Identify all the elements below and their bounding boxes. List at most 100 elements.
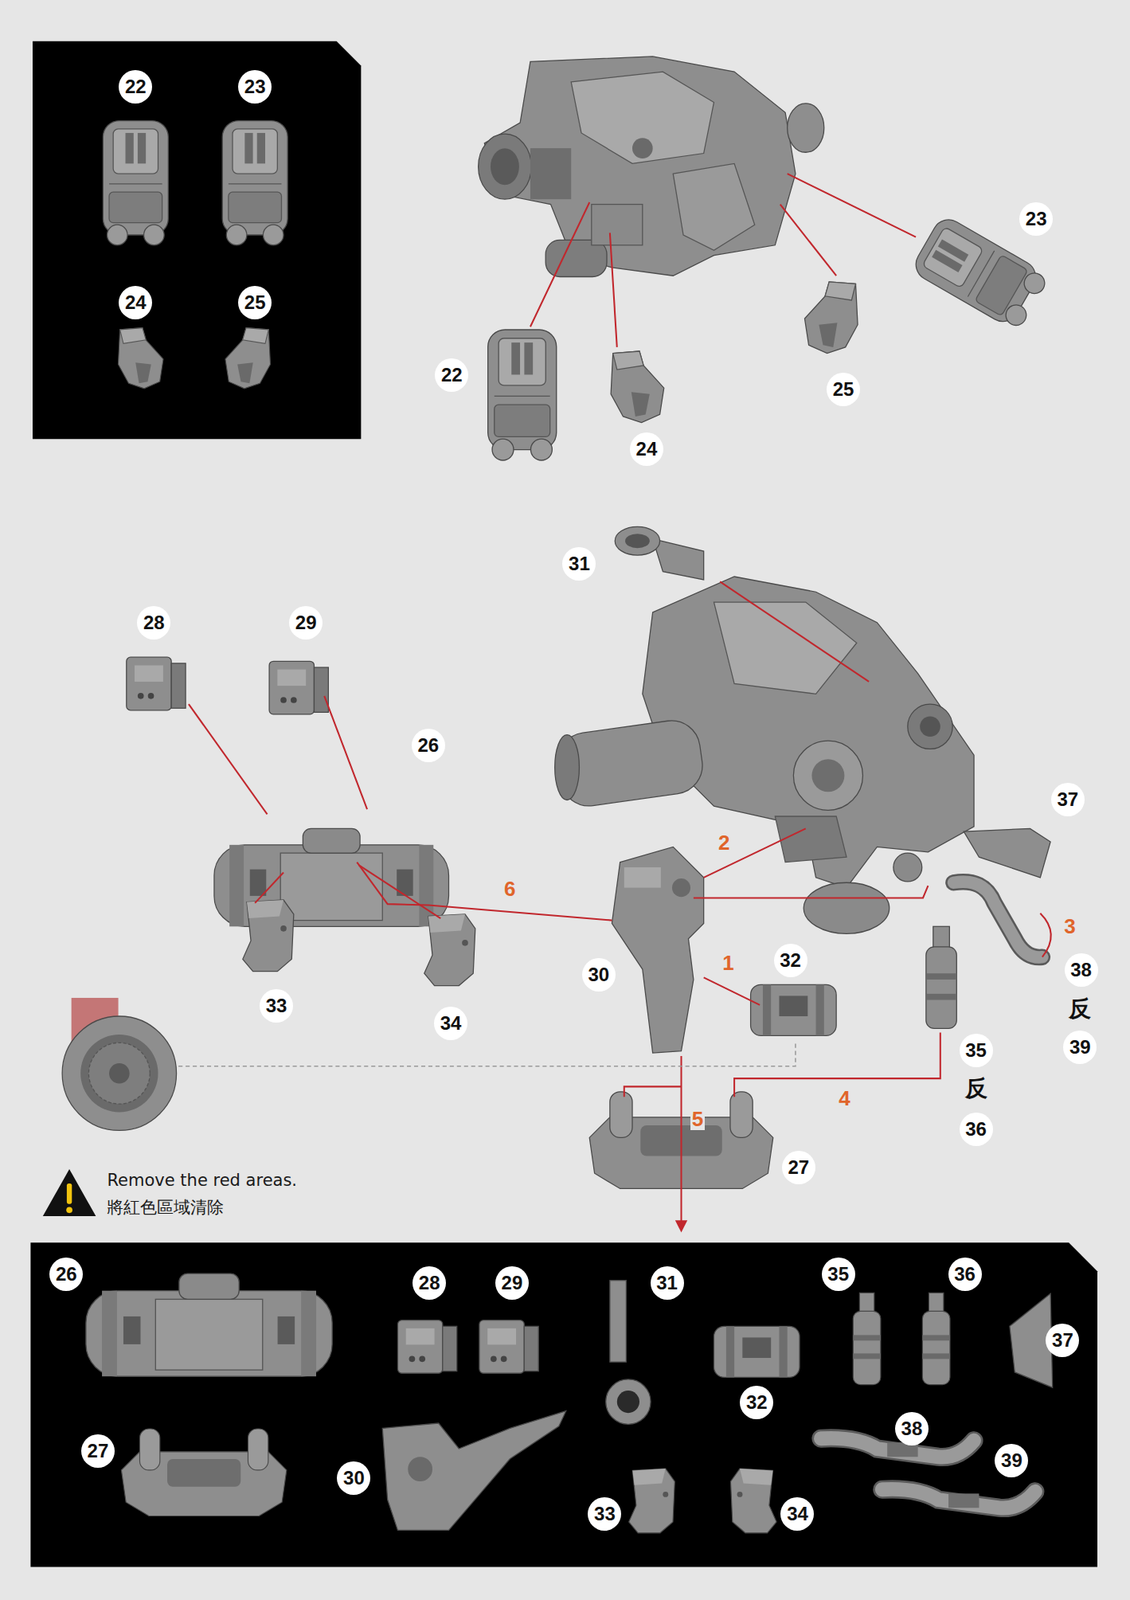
callout-number: 25	[826, 372, 861, 407]
torso-assembly	[632, 137, 653, 159]
body-assembly	[713, 602, 857, 694]
callout-number: 28	[412, 1266, 446, 1300]
callout-number-text: 24	[636, 439, 658, 459]
warning-icon	[43, 1169, 97, 1217]
part-33-drawing	[242, 899, 294, 972]
part-34-drawing	[730, 1468, 777, 1533]
part-38-drawing	[821, 1438, 974, 1458]
callout-number: 26	[49, 1257, 83, 1291]
part-27-drawing	[121, 1428, 286, 1516]
part-31-drawing	[606, 1280, 651, 1425]
label-text: 反	[1068, 997, 1091, 1022]
part-25-drawing	[804, 281, 858, 354]
callout-number-text: 30	[343, 1468, 365, 1488]
callout-number-text: 38	[1070, 960, 1092, 980]
warning-icon	[66, 1206, 73, 1213]
callout-number: 23	[1019, 202, 1053, 236]
warning-note: 將紅色區域清除	[106, 1198, 224, 1217]
callout-number: 35	[821, 1257, 856, 1291]
part-31-drawing	[606, 1379, 651, 1424]
callout-number-text: 22	[125, 77, 147, 97]
step-number: 3	[1062, 914, 1077, 939]
part-26-drawing	[86, 1273, 333, 1377]
callout-number-text: 29	[295, 613, 317, 633]
callout-number-text: 23	[1025, 209, 1048, 229]
part-33-drawing	[242, 899, 294, 972]
label-text: 2	[716, 831, 732, 855]
wheel-detail	[62, 997, 176, 1130]
callout-number: 30	[582, 957, 616, 992]
part-22-drawing	[102, 121, 169, 246]
callout-number-text: 36	[954, 1264, 976, 1284]
leader-line	[780, 204, 837, 277]
guide-line	[178, 1040, 796, 1067]
part-29-drawing	[269, 660, 329, 715]
part-33-drawing	[629, 1468, 676, 1533]
callout-number: 38	[1064, 953, 1099, 987]
parts-panel	[30, 1242, 1098, 1567]
callout-number: 22	[434, 358, 469, 392]
callout-number: 29	[495, 1266, 529, 1300]
body-assembly	[907, 703, 953, 749]
callout-number-text: 39	[1069, 1037, 1091, 1057]
part-30-drawing	[382, 1411, 567, 1531]
callout-number: 33	[587, 1497, 622, 1531]
part-39-drawing	[882, 1489, 1036, 1509]
step-number: 4	[836, 1086, 852, 1111]
step-number: 1	[720, 951, 736, 975]
callout-number-text: 31	[656, 1273, 678, 1293]
leader-line	[703, 977, 760, 1005]
callout-number: 35	[959, 1033, 994, 1068]
body-assembly	[919, 715, 941, 737]
callout-number-text: 35	[965, 1040, 987, 1060]
callout-number: 32	[739, 1385, 774, 1420]
leader-line	[680, 1055, 682, 1223]
part-37-drawing	[963, 828, 1051, 877]
callout-number-text: 36	[965, 1119, 987, 1139]
torso-assembly	[530, 148, 571, 200]
callout-number: 33	[259, 989, 294, 1023]
part-31-drawing	[614, 526, 660, 556]
leader-line	[703, 828, 806, 877]
part-39-drawing	[882, 1489, 1036, 1509]
callout-number: 31	[650, 1266, 685, 1300]
torso-assembly	[490, 148, 520, 185]
step-number: 6	[502, 877, 517, 901]
label-text: 將紅色區域清除	[106, 1198, 224, 1217]
label-text: 4	[836, 1086, 852, 1111]
part-24-drawing	[610, 351, 665, 423]
callout-number-text: 26	[55, 1264, 78, 1284]
leader-line	[254, 871, 284, 903]
part-31-drawing	[609, 1280, 626, 1362]
callout-number-text: 25	[832, 379, 855, 399]
part-32-drawing	[713, 1325, 800, 1377]
part-31-drawing	[617, 1390, 640, 1413]
callout-number: 39	[1063, 1030, 1097, 1064]
leader-line	[530, 202, 590, 327]
label-text: 6	[502, 877, 517, 901]
wheel-detail	[62, 1016, 176, 1130]
callout-number-text: 31	[568, 554, 591, 574]
leader-line	[188, 581, 1052, 1222]
part-35-drawing	[852, 1292, 881, 1385]
wheel-detail	[88, 1042, 150, 1104]
callout-number-text: 23	[244, 77, 266, 97]
leader-line	[719, 581, 869, 682]
leader-line	[356, 862, 612, 921]
callout-number: 29	[289, 606, 323, 640]
part-30-drawing	[624, 867, 661, 888]
part-31-drawing	[652, 539, 704, 580]
part-35-drawing	[852, 1292, 881, 1385]
part-32-drawing	[713, 1325, 800, 1377]
torso-assembly	[591, 204, 643, 246]
callout-number-text: 30	[587, 965, 610, 985]
part-25-drawing	[225, 328, 271, 389]
label-text: 反	[965, 1076, 988, 1102]
callout-number: 27	[782, 1150, 816, 1185]
part-22-drawing	[488, 329, 557, 461]
part-22-drawing	[102, 121, 169, 246]
part-31-drawing	[614, 526, 704, 580]
leader-line	[609, 232, 618, 347]
label-text: 5	[690, 1107, 705, 1131]
body-assembly	[554, 716, 706, 810]
